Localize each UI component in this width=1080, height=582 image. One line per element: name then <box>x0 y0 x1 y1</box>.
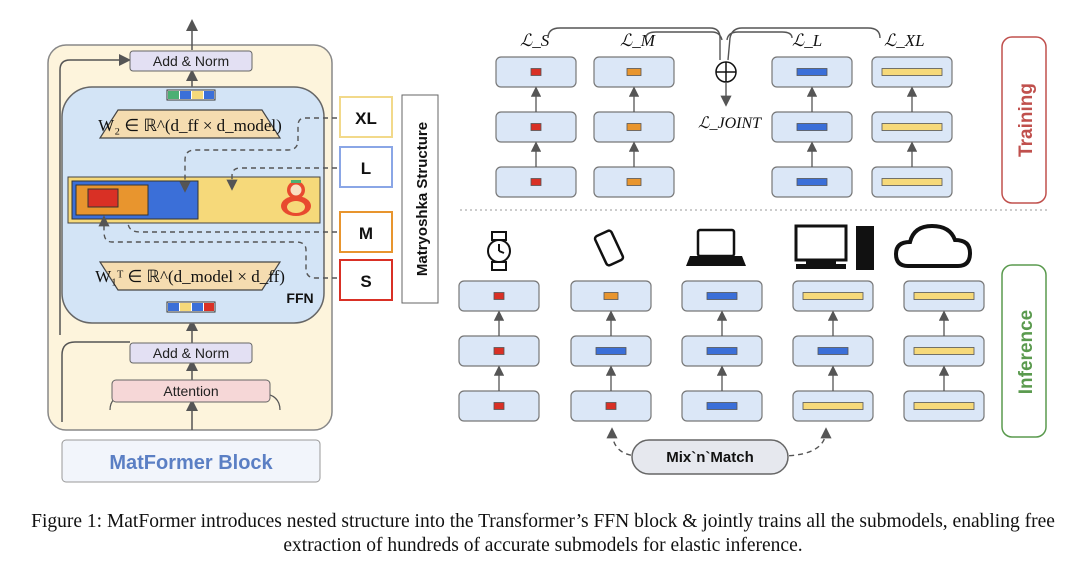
inf-col3-row3-l-marker <box>706 402 738 410</box>
mix-n-match-pill <box>631 439 789 475</box>
training-label-box <box>1001 36 1047 204</box>
inf-col2-row2-l-marker <box>595 347 627 355</box>
matformer-figure: Add & Norm W₂ ∈ ℝ^(d_ff × d_model) W₁ᵀ ∈… <box>47 19 1050 483</box>
size-label-l: L <box>361 159 371 178</box>
add-norm-bottom-box <box>129 342 253 364</box>
inf-col5-row2-xl-marker <box>913 347 975 355</box>
matformer-block-title-box <box>61 439 321 483</box>
inf-col5-row3-xl-marker <box>913 402 975 410</box>
w1-matrix <box>98 261 282 291</box>
inference-columns <box>458 280 985 422</box>
matformer-block-title: MatFormer Block <box>109 452 273 474</box>
matryoshka-structure-box <box>401 94 439 304</box>
s-connector <box>98 215 337 279</box>
loss-joint-label: ℒ_JOINT <box>698 115 762 132</box>
inference-label: Inference <box>1016 310 1037 394</box>
train-col3-row3-l-marker <box>796 178 828 186</box>
size-label-s: S <box>360 272 371 291</box>
attention-box <box>111 379 271 403</box>
inference-label-box <box>1001 264 1047 438</box>
train-col2-row1-m-marker <box>626 68 642 76</box>
size-label-m: M <box>359 224 373 243</box>
inf-col1-row1-s-marker <box>493 292 505 300</box>
phone-icon <box>593 229 625 267</box>
inf-col2-row1-m-marker <box>603 292 619 300</box>
training-columns <box>495 56 953 198</box>
loss-m-line <box>645 31 723 41</box>
size-box-xl <box>339 96 393 138</box>
mix-arrow-right <box>779 427 832 457</box>
add-norm-top-label: Add & Norm <box>153 53 229 69</box>
desktop-icon <box>794 224 874 270</box>
loss-m-label: ℒ_M <box>620 31 656 50</box>
laptop-icon <box>686 228 746 266</box>
loss-xl-label: ℒ_XL <box>884 31 925 50</box>
train-col1-row1-s-marker <box>530 68 542 76</box>
inf-col5-row1-xl-marker <box>913 292 975 300</box>
nested-weights-s <box>87 188 119 208</box>
residual-path-upper <box>59 54 131 335</box>
train-col1-row2-s-marker <box>530 123 542 131</box>
w1-label: W₁ᵀ ∈ ℝ^(d_model × d_ff) <box>95 267 285 286</box>
loss-xl-line <box>727 27 881 61</box>
add-norm-top-box <box>129 50 253 72</box>
ffn-input-vector <box>166 301 216 313</box>
l-connector <box>226 167 337 191</box>
size-box-s <box>339 259 393 301</box>
inf-col4-row2-l-marker <box>817 347 849 355</box>
w2-matrix <box>98 109 282 139</box>
inf-col4-row3-xl-marker <box>802 402 864 410</box>
loss-l-label: ℒ_L <box>792 31 822 50</box>
inf-col1-row2-s-marker <box>493 347 505 355</box>
inf-col3-row2-l-marker <box>706 347 738 355</box>
matryoshka-structure-label: Matryoshka Structure <box>414 122 431 276</box>
size-box-l <box>339 146 393 188</box>
train-col2-row2-m-marker <box>626 123 642 131</box>
training-label: Training <box>1016 83 1037 157</box>
loss-l-line <box>726 31 793 41</box>
watch-icon <box>487 231 511 271</box>
cloud-icon <box>893 223 973 268</box>
train-col3-row2-l-marker <box>796 123 828 131</box>
residual-path-lower <box>61 341 130 422</box>
train-col4-row3-xl-marker <box>881 178 943 186</box>
size-label-xl: XL <box>355 109 377 128</box>
xl-connector <box>179 117 337 193</box>
inf-col1-row3-s-marker <box>493 402 505 410</box>
train-col3-row1-l-marker <box>796 68 828 76</box>
matryoshka-doll-icon <box>281 180 311 216</box>
loss-s-label: ℒ_S <box>520 31 550 50</box>
figure-caption: Figure 1: MatFormer introduces nested st… <box>31 511 1055 556</box>
ffn-label: FFN <box>286 290 313 306</box>
ffn-output-vector <box>166 89 216 101</box>
inf-col3-row1-l-marker <box>706 292 738 300</box>
add-norm-bottom-label: Add & Norm <box>153 345 229 361</box>
train-col4-row2-xl-marker <box>881 123 943 131</box>
train-col2-row3-m-marker <box>626 178 642 186</box>
inf-col4-row1-xl-marker <box>802 292 864 300</box>
w2-label: W₂ ∈ ℝ^(d_ff × d_model) <box>98 116 282 135</box>
size-box-m <box>339 211 393 253</box>
attention-label: Attention <box>163 383 218 399</box>
train-col1-row3-s-marker <box>530 178 542 186</box>
mix-n-match-label: Mix`n`Match <box>666 449 754 466</box>
train-col4-row1-xl-marker <box>881 68 943 76</box>
inf-col2-row3-s-marker <box>605 402 617 410</box>
